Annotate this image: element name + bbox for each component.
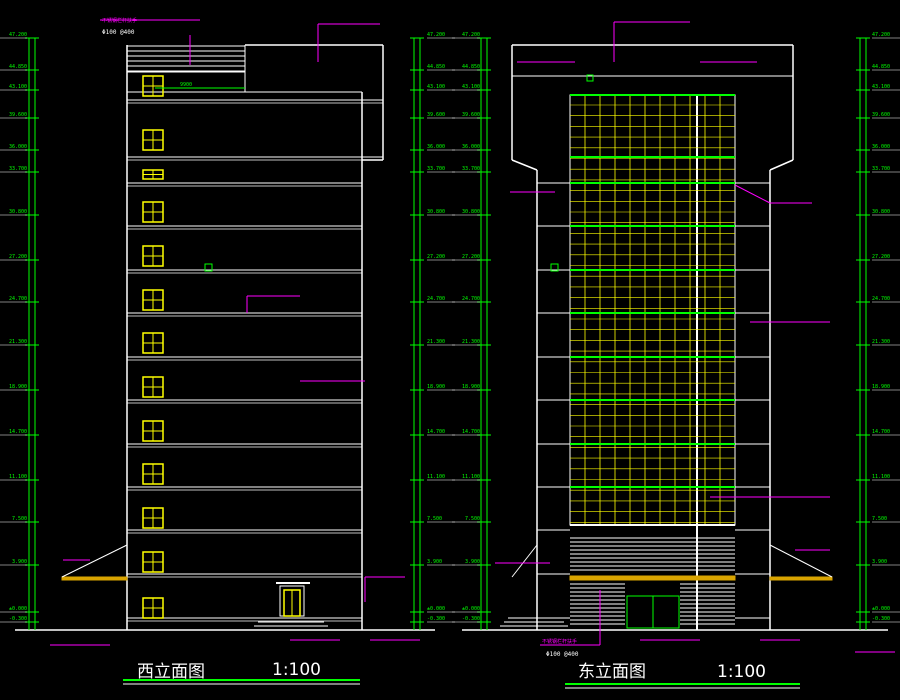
- far-right-level-label: 14.700: [872, 429, 890, 435]
- far-left-level-label: 44.850: [9, 64, 27, 70]
- far-left-level-label: 7.500: [12, 516, 27, 522]
- west-right-level-label: 27.200: [427, 254, 445, 260]
- east-left-level-label: -0.300: [462, 616, 480, 622]
- west-right-level-label: 30.800: [427, 209, 445, 215]
- far-left-level-label: 18.900: [9, 384, 27, 390]
- east-left-level-label: 36.000: [462, 144, 480, 150]
- east-left-level-label: 24.700: [462, 296, 480, 302]
- far-right-level-label: 24.700: [872, 296, 890, 302]
- far-left-level-label: 21.300: [9, 339, 27, 345]
- far-right-level-label: 11.100: [872, 474, 890, 480]
- far-right-level-label: 43.100: [872, 84, 890, 90]
- west-right-level-label: 7.500: [427, 516, 442, 522]
- far-right-level-label: ±0.000: [872, 606, 890, 612]
- far-right-level-label: -0.300: [872, 616, 890, 622]
- far-right-level-label: 36.000: [872, 144, 890, 150]
- far-left-level-label: 47.200: [9, 32, 27, 38]
- west-canopy-left: [61, 576, 128, 581]
- east-entrance-canopy: [569, 575, 736, 581]
- east-leader-glass: [734, 184, 771, 204]
- east-left-level-label: 14.700: [462, 429, 480, 435]
- far-left-level-label: 24.700: [9, 296, 27, 302]
- east-left-level-label: 21.300: [462, 339, 480, 345]
- east-left-level-label: 44.850: [462, 64, 480, 70]
- west-right-level-label: 36.000: [427, 144, 445, 150]
- east-left-level-label: 33.700: [462, 166, 480, 172]
- east-left-level-label: 30.800: [462, 209, 480, 215]
- west-elevation-title: 西立面图: [137, 662, 205, 682]
- far-right-level-label: 18.900: [872, 384, 890, 390]
- west-note-top-spec: Φ100 @400: [102, 29, 135, 36]
- east-left-level-label: 43.100: [462, 84, 480, 90]
- far-left-level-label: ±0.000: [9, 606, 27, 612]
- far-right-level-label: 44.850: [872, 64, 890, 70]
- far-right-level-label: 30.800: [872, 209, 890, 215]
- west-right-level-label: 11.100: [427, 474, 445, 480]
- far-right-level-label: 27.200: [872, 254, 890, 260]
- far-left-level-label: 36.000: [9, 144, 27, 150]
- far-left-level-label: -0.300: [9, 616, 27, 622]
- far-right-level-label: 39.600: [872, 112, 890, 118]
- far-left-level-label: 14.700: [9, 429, 27, 435]
- west-right-level-label: 39.600: [427, 112, 445, 118]
- far-right-level-label: 7.500: [872, 516, 887, 522]
- east-elevation-scale: 1:100: [717, 662, 766, 682]
- east-left-level-label: ±0.000: [462, 606, 480, 612]
- east-left-level-label: 18.900: [462, 384, 480, 390]
- west-right-level-label: 18.900: [427, 384, 445, 390]
- east-left-level-label: 47.200: [462, 32, 480, 38]
- far-left-level-label: 30.800: [9, 209, 27, 215]
- far-right-level-label: 21.300: [872, 339, 890, 345]
- far-left-level-label: 39.600: [9, 112, 27, 118]
- west-right-level-label: 3.900: [427, 559, 442, 565]
- east-left-level-label: 27.200: [462, 254, 480, 260]
- east-cornice-left: [511, 159, 538, 171]
- east-elevation-title: 东立面图: [578, 662, 646, 682]
- east-left-level-label: 39.600: [462, 112, 480, 118]
- west-dim-text: 9900: [180, 82, 192, 88]
- west-right-level-label: -0.300: [427, 616, 445, 622]
- west-right-level-label: ±0.000: [427, 606, 445, 612]
- east-curtain-wall: [569, 94, 736, 526]
- east-left-level-label: 3.900: [465, 559, 480, 565]
- west-right-level-label: 14.700: [427, 429, 445, 435]
- west-right-level-label: 47.200: [427, 32, 445, 38]
- far-left-level-label: 27.200: [9, 254, 27, 260]
- west-canopy-tie: [61, 544, 128, 578]
- east-grid-marker-mid: [550, 263, 559, 272]
- east-side-tie: [511, 544, 538, 578]
- east-canopy-tie: [769, 544, 833, 578]
- far-right-level-label: 47.200: [872, 32, 890, 38]
- east-note-bottom: 不锈钢栏杆扶手: [542, 638, 577, 645]
- far-left-level-label: 3.900: [12, 559, 27, 565]
- west-right-level-label: 43.100: [427, 84, 445, 90]
- west-right-level-label: 33.700: [427, 166, 445, 172]
- far-left-level-label: 33.700: [9, 166, 27, 172]
- east-left-level-label: 11.100: [462, 474, 480, 480]
- east-grid-marker-top: [586, 74, 594, 82]
- far-left-level-label: 43.100: [9, 84, 27, 90]
- west-grid-marker: [204, 263, 213, 272]
- west-note-top: 不锈钢栏杆扶手: [102, 17, 137, 24]
- west-elevation-scale: 1:100: [272, 660, 321, 680]
- west-right-level-label: 21.300: [427, 339, 445, 345]
- east-canopy-right: [769, 576, 833, 581]
- east-left-level-label: 7.500: [465, 516, 480, 522]
- west-right-level-label: 44.850: [427, 64, 445, 70]
- far-right-level-label: 33.700: [872, 166, 890, 172]
- east-cornice-right: [769, 159, 794, 171]
- far-left-level-label: 11.100: [9, 474, 27, 480]
- west-right-level-label: 24.700: [427, 296, 445, 302]
- east-note-bottom-spec: Φ100 @400: [546, 651, 579, 658]
- far-right-level-label: 3.900: [872, 559, 887, 565]
